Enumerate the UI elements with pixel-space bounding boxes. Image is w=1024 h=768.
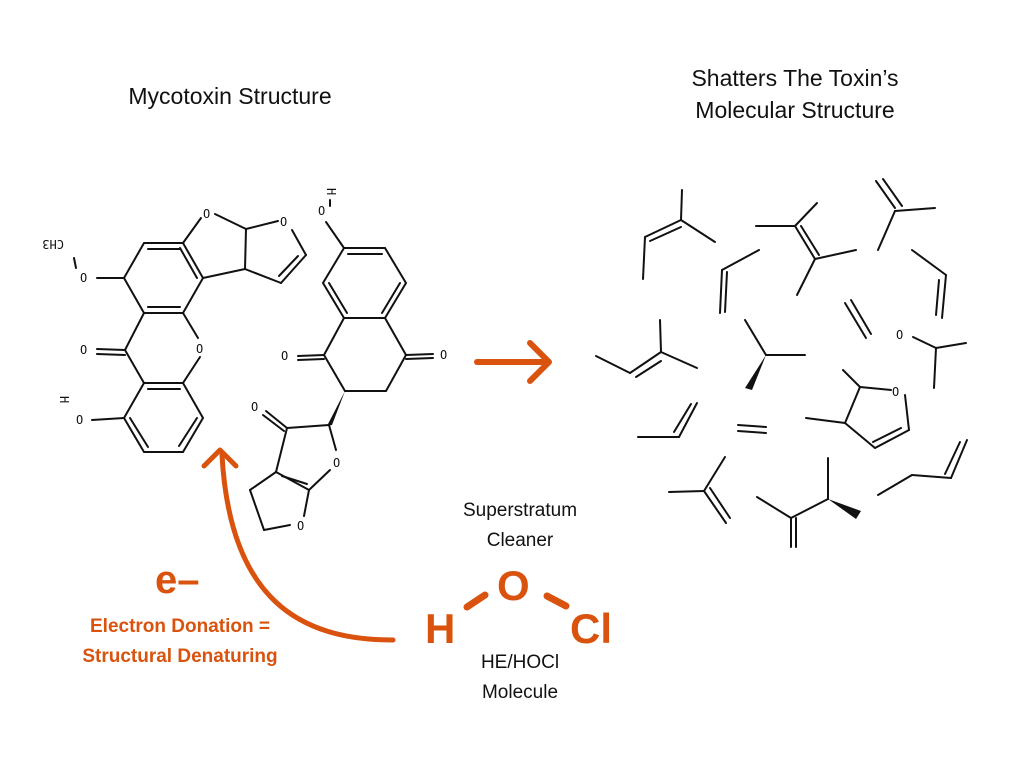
fragment-14-wedge (828, 499, 861, 519)
mycotoxin-right-atoms: O H O O O O O (251, 188, 447, 533)
fragment-1 (642, 189, 716, 280)
atom-o-lactone: O (251, 400, 258, 414)
atom-o-furan: O (203, 207, 210, 221)
superstratum-cleaner-label: Superstratum Cleaner (420, 496, 620, 556)
fragment-7-oxygen: O (896, 328, 903, 342)
atom-h-naphthol: H (324, 188, 338, 195)
hocl-name-line2: Molecule (481, 682, 559, 703)
hocl-molecule-label: HE/HOCl Molecule (420, 648, 620, 708)
fragment-9-wedge (745, 355, 766, 390)
atom-o-ketone: O (80, 343, 87, 357)
fragment-4 (719, 249, 760, 314)
shatters-title-line2: Molecular Structure (695, 97, 895, 123)
fragment-7 (912, 336, 967, 389)
electron-symbol: e– (155, 558, 200, 602)
atom-o-pyran: O (196, 342, 203, 356)
fragment-10 (637, 402, 698, 438)
fragment-5 (911, 249, 947, 319)
atom-o-naphthol: O (318, 204, 325, 218)
atom-h-hydroxyl: H (57, 396, 71, 403)
atom-o-dione-right: O (440, 348, 447, 362)
atom-o-dihydrofuran: O (280, 215, 287, 229)
shatters-title-line1: Shatters The Toxin’s (691, 65, 899, 91)
fragment-14 (756, 457, 829, 548)
curved-arrow-up-icon (201, 447, 396, 643)
hocl-bond-ho (463, 591, 489, 611)
fragment-12 (805, 369, 910, 449)
electron-donation-note: Electron Donation = Structural Denaturin… (40, 612, 320, 672)
atom-o-methoxy: O (80, 271, 87, 285)
atom-o-furanone: O (333, 456, 340, 470)
hocl-o: O (497, 562, 530, 609)
wedge-bond (327, 391, 345, 426)
hocl-cl: Cl (570, 605, 612, 652)
toxin-fragments (595, 178, 968, 548)
fragment-15 (877, 439, 968, 496)
arrow-right-icon (474, 340, 552, 384)
atom-o-dione-left: O (281, 349, 288, 363)
atom-o-dihydrofuran-low: O (297, 519, 304, 533)
hocl-formula: H O Cl (425, 562, 612, 652)
donation-line1: Electron Donation = (90, 616, 270, 637)
hocl-name-line1: HE/HOCl (480, 652, 560, 673)
mycotoxin-right-molecule (249, 199, 434, 531)
atom-o-hydroxyl: O (76, 413, 83, 427)
donation-line2: Structural Denaturing (82, 646, 278, 667)
fragment-12-oxygen: O (892, 385, 899, 399)
fragment-3 (875, 178, 936, 251)
shatters-title: Shatters The Toxin’s Molecular Structure (660, 62, 930, 126)
fragment-11 (737, 424, 767, 434)
mycotoxin-structure-title: Mycotoxin Structure (128, 83, 332, 109)
cleaner-line1: Superstratum (462, 500, 578, 521)
fragment-9 (744, 319, 806, 356)
hocl-bond-ocl (543, 592, 570, 610)
fragment-2 (755, 202, 857, 296)
atom-ch3: CH3 (42, 237, 64, 251)
mycotoxin-left-molecule (73, 213, 307, 453)
fragment-13 (668, 456, 731, 524)
hocl-h: H (425, 605, 455, 652)
cleaner-line2: Cleaner (486, 530, 554, 551)
fragment-8 (595, 319, 698, 378)
mycotoxin-left-atoms: O O O CH3 O O O H (42, 207, 287, 427)
fragment-6 (844, 299, 872, 339)
